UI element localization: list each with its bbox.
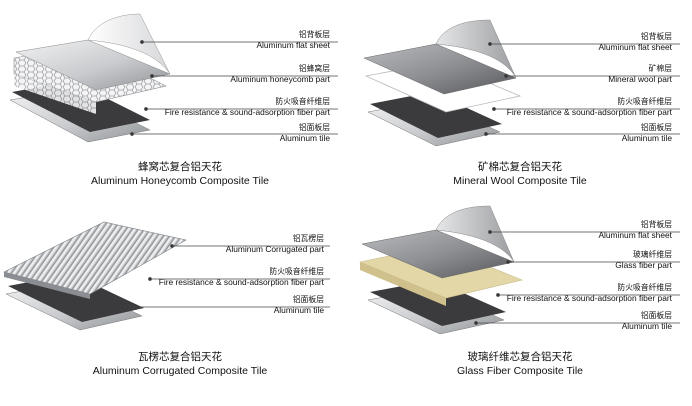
- label-glass-flat-sheet: 铝背板层 Aluminum flat sheet: [598, 220, 672, 240]
- label-mineral-flat-sheet: 铝背板层 Aluminum flat sheet: [598, 32, 672, 52]
- flat-sheet-curl: [435, 19, 517, 79]
- label-mineral-wool: 矿棉层 Mineral wool part: [608, 64, 672, 84]
- label-glass-tile: 铝面板层 Aluminum tile: [621, 311, 672, 331]
- fiber-layer: [370, 280, 506, 326]
- honeycomb-side: [14, 74, 96, 114]
- label-mineral-tile: 铝面板层 Aluminum tile: [621, 123, 672, 143]
- mineral-wool-leaders: [484, 42, 680, 136]
- label-glass-fire-fiber: 防火吸音纤维层 Fire resistance & sound-adsorpti…: [506, 283, 672, 303]
- corrugated-edge: [4, 272, 90, 299]
- corrugated-core-layer: [3, 221, 187, 295]
- corrugated-illustration: [3, 221, 187, 331]
- mineral-wool-illustration: [363, 19, 522, 147]
- title-mineral-wool: 矿棉芯复合铝天花 Mineral Wool Composite Tile: [453, 161, 587, 187]
- label-honeycomb-flat-sheet: 铝背板层 Aluminum flat sheet: [256, 30, 330, 50]
- fiber-layer: [370, 92, 502, 138]
- label-corrugated-fiber: 防火吸音纤维层 Fire resistance & sound-adsorpti…: [158, 267, 324, 287]
- label-corrugated-tile: 铝面板层 Aluminum tile: [273, 295, 324, 315]
- label-honeycomb-core: 铝蜂窝层 Aluminum honeycomb part: [230, 64, 330, 84]
- honeycomb-leaders: [130, 40, 338, 136]
- glass-fiber-illustration: [358, 205, 523, 335]
- title-corrugated: 瓦楞芯复合铝天花 Aluminum Corrugated Composite T…: [92, 351, 268, 377]
- label-mineral-fiber: 防火吸音纤维层 Fire resistance & sound-adsorpti…: [506, 97, 672, 117]
- glass-fiber-side: [360, 262, 446, 306]
- title-glass-fiber: 玻璃纤维芯复合铝天花 Glass Fiber Composite Tile: [456, 351, 584, 377]
- glass-fiber-leaders: [474, 230, 680, 325]
- label-honeycomb-fiber: 防火吸音纤维层 Fire resistance & sound-adsorpti…: [164, 97, 330, 117]
- label-corrugated-core: 铝瓦楞层 Aluminum Corrugated part: [225, 234, 324, 254]
- flat-sheet-curl: [87, 13, 171, 75]
- title-honeycomb: 蜂窝芯复合铝天花 Aluminum Honeycomb Composite Ti…: [91, 161, 269, 187]
- label-glass-fiber: 玻璃纤维层 Glass fiber part: [615, 250, 672, 270]
- honeycomb-illustration: [9, 13, 171, 143]
- label-honeycomb-tile: 铝面板层 Aluminum tile: [279, 123, 330, 143]
- corrugated-leaders: [126, 244, 330, 309]
